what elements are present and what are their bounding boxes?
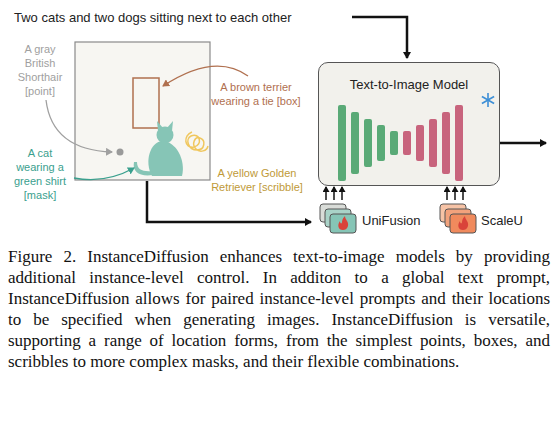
- instance-scribble: [186, 132, 208, 151]
- module-block: ScaleU: [437, 200, 527, 238]
- module-block: UniFusion: [316, 200, 425, 238]
- image-panel: [75, 42, 210, 180]
- prompt-arrow: [352, 17, 407, 58]
- model-fill: [319, 63, 500, 186]
- instance-prompt: A cat wearing a green shirt [mask]: [8, 146, 72, 202]
- text-prompt: Two cats and two dogs sitting next to ea…: [14, 9, 292, 27]
- connector-line: [325, 187, 327, 200]
- instance-prompt: A brown terrier wearing a tie [box]: [211, 80, 301, 108]
- connector-line: [454, 187, 456, 200]
- connector-line: [446, 187, 448, 200]
- node-text: Text-to-Image Model: [350, 77, 469, 92]
- frozen-snowflake: [482, 93, 494, 107]
- figure-caption: Figure 2. InstanceDiffusion enhances tex…: [8, 246, 550, 372]
- connector: [447, 187, 463, 200]
- node-text: UniFusion: [362, 213, 421, 228]
- cat-mask: [134, 121, 183, 176]
- output-arrow: [500, 142, 546, 145]
- unet-bars: [338, 105, 463, 181]
- leader-line: [46, 100, 112, 152]
- instance-point: [117, 149, 124, 156]
- instance-prompt: A gray British Shorthair [point]: [8, 42, 72, 98]
- node-text: ScaleU: [481, 213, 523, 228]
- instance-box: [133, 78, 159, 128]
- unifusion-stack: [320, 204, 356, 233]
- connector-line: [333, 187, 335, 200]
- instance-prompt: A yellow Golden Retriever [scribble]: [211, 166, 303, 194]
- connector-line: [341, 187, 343, 200]
- model-box: Text-to-Image Model: [318, 62, 500, 186]
- leader-line: [74, 168, 134, 180]
- connector-line: [462, 187, 464, 200]
- connector: [326, 187, 342, 200]
- scaleu-stack: [440, 204, 476, 233]
